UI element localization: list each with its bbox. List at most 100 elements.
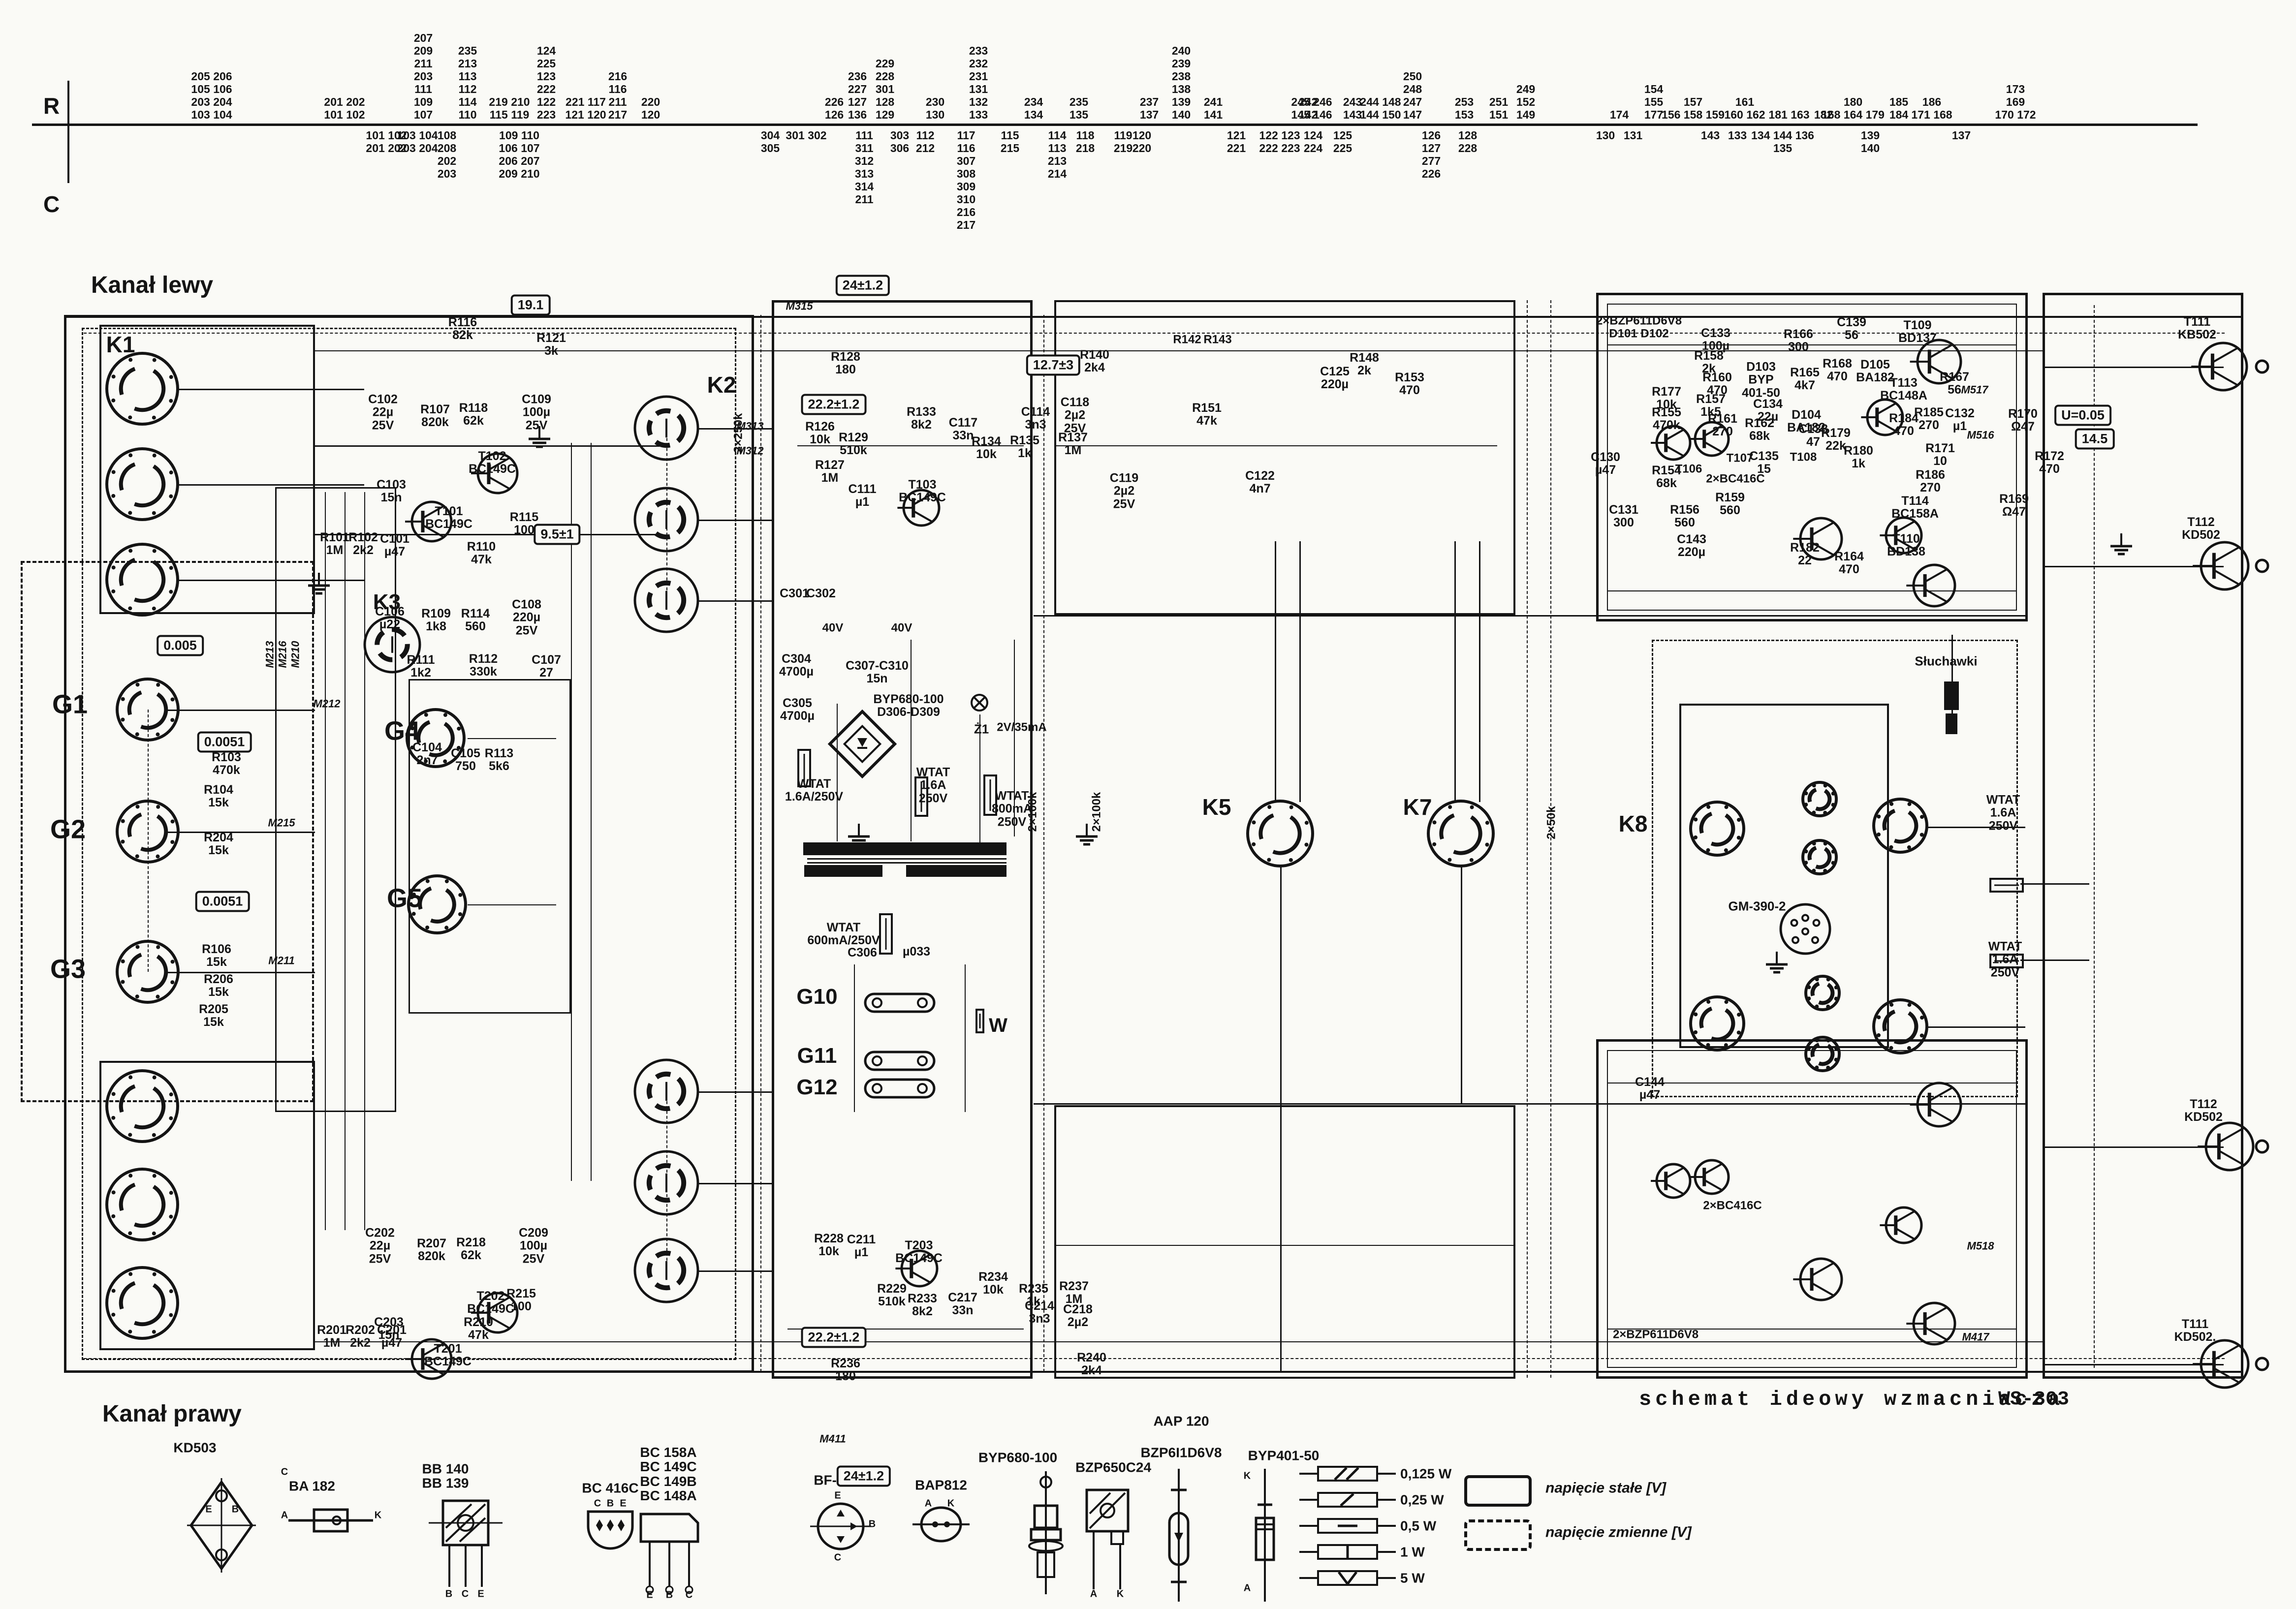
din-pin	[152, 549, 157, 553]
transistor-emitter	[1703, 441, 1723, 453]
power-rating-label: 0,25 W	[1400, 1492, 1444, 1508]
din-pin	[1804, 849, 1808, 854]
measurement-box: 0.005	[157, 635, 204, 656]
din-pin	[128, 358, 133, 362]
pin-mark	[837, 1536, 845, 1543]
wire	[1275, 541, 1276, 802]
fuse-icon	[1989, 878, 2024, 893]
transistor-collector	[1703, 425, 1723, 437]
wire	[364, 492, 365, 1230]
din-connector-slots	[119, 1279, 166, 1327]
din-pin	[1470, 805, 1474, 809]
wire	[84, 1358, 2225, 1359]
rotary-switch-ring	[375, 627, 410, 662]
legend-pin-label: E	[834, 1490, 841, 1501]
schematic-label: R128 180	[831, 349, 860, 376]
block-frame	[99, 1061, 315, 1350]
schematic-label: R142	[1173, 333, 1201, 346]
gm-pin	[1811, 936, 1819, 944]
din-pin	[152, 1133, 156, 1137]
din-pin	[1724, 848, 1728, 853]
wire	[1054, 445, 1497, 446]
schematic-label: T103 BC149C	[899, 477, 946, 504]
schematic-label: 2×BZP611D6V8	[1596, 314, 1682, 328]
ruler-c-cluster: 303 306	[890, 129, 910, 155]
block-frame	[1054, 1105, 1515, 1379]
schematic-label: R182 22	[1790, 540, 1820, 567]
lead-end	[685, 1585, 693, 1594]
din-pin	[111, 565, 116, 570]
ruler-c-cluster: 125 225	[1333, 129, 1352, 155]
din-pin	[111, 1092, 116, 1096]
din-pin	[1447, 858, 1452, 862]
legend-pin-label: E	[620, 1498, 627, 1509]
din-pin	[443, 759, 447, 764]
din-pin	[457, 745, 461, 750]
voltage-legend-box	[1464, 1475, 1532, 1507]
wire	[760, 315, 761, 1372]
fuse-link-end	[872, 1055, 882, 1066]
ruler-r-cluster: 229 228 301 128 129	[875, 57, 895, 121]
legend-pin-label: E	[477, 1588, 484, 1600]
din-pin	[135, 732, 139, 737]
din-pin	[170, 959, 175, 964]
schematic-label: C144 µ47	[1635, 1075, 1665, 1102]
schematic-label: T112 KD502	[2182, 515, 2220, 542]
lamp-icon	[971, 694, 988, 712]
schematic-label: C209 100µ 25V	[519, 1226, 548, 1266]
schematic-label: R162 68k	[1745, 416, 1774, 443]
schematic-label: C214 3n3	[1025, 1299, 1054, 1326]
fuse-link-icon	[864, 1078, 936, 1099]
din-connector-slots	[127, 689, 168, 730]
transistor-collector	[2213, 1344, 2239, 1361]
transistor-collector	[488, 457, 510, 471]
lamp-x	[973, 696, 986, 709]
schematic-label: 2×250k	[731, 413, 745, 453]
lead-end	[645, 1585, 654, 1594]
legend-pin-label: C	[594, 1498, 601, 1509]
voltage-legend-box	[1464, 1519, 1532, 1551]
transistor-emitter	[1665, 445, 1684, 457]
legend-item-byp401: BYP401-50	[1248, 1448, 1320, 1463]
schematic-label: 2×100k	[1090, 792, 1103, 832]
pin-mark	[618, 1519, 625, 1531]
din-pin	[1812, 841, 1816, 846]
ruler-r-cluster: 181 163	[1768, 108, 1810, 121]
transistor-emitter	[1929, 1108, 1953, 1123]
din-connector-slots	[119, 1083, 166, 1130]
mk	[1338, 1571, 1357, 1586]
block-frame	[772, 300, 1033, 1379]
schematic-label: R157 1k5	[1696, 392, 1726, 419]
measurement-box: 0.0051	[195, 891, 250, 912]
bridge-rectifier-inner	[843, 724, 882, 764]
schematic-model: WS-303	[1998, 1389, 2070, 1411]
transistor-collector	[1929, 1086, 1953, 1102]
wire	[698, 1270, 772, 1272]
din-connector-icon	[1872, 998, 1928, 1054]
schematic-label: WTAT 1.6A/250V	[785, 776, 844, 804]
output-terminal	[2255, 1357, 2269, 1371]
transistor-emitter	[1811, 541, 1834, 556]
ruler-c-cluster: 134 144 136 135	[1751, 129, 1814, 155]
schematic-label: 40V	[822, 621, 844, 635]
din-pin	[1877, 1015, 1881, 1020]
wire	[325, 492, 326, 1230]
rotary-switch-icon	[633, 1150, 699, 1216]
schematic-label: C131 300	[1609, 502, 1638, 529]
schematic-label: R237 1M	[1059, 1279, 1089, 1306]
schematic-label: D104 BA182	[1787, 407, 1825, 434]
din-pin	[152, 1272, 157, 1276]
schematic-label: T113 BC148A	[1880, 375, 1927, 402]
schematic-label: R205 15k	[199, 1002, 228, 1029]
schematic-label: C130 µ47	[1591, 450, 1620, 477]
fuse-link-icon	[864, 1051, 936, 1071]
din-pin	[1823, 868, 1827, 873]
ruler-c-cluster: 126 127 277 226	[1421, 129, 1441, 180]
din-connector-slots	[1810, 1042, 1835, 1066]
gm-socket-icon	[1779, 903, 1831, 955]
body	[1168, 1512, 1190, 1566]
din-pin	[1907, 1003, 1912, 1007]
din-pin	[128, 1330, 132, 1334]
schematic-label: R172 470	[2035, 449, 2064, 476]
din-pin	[135, 994, 139, 999]
